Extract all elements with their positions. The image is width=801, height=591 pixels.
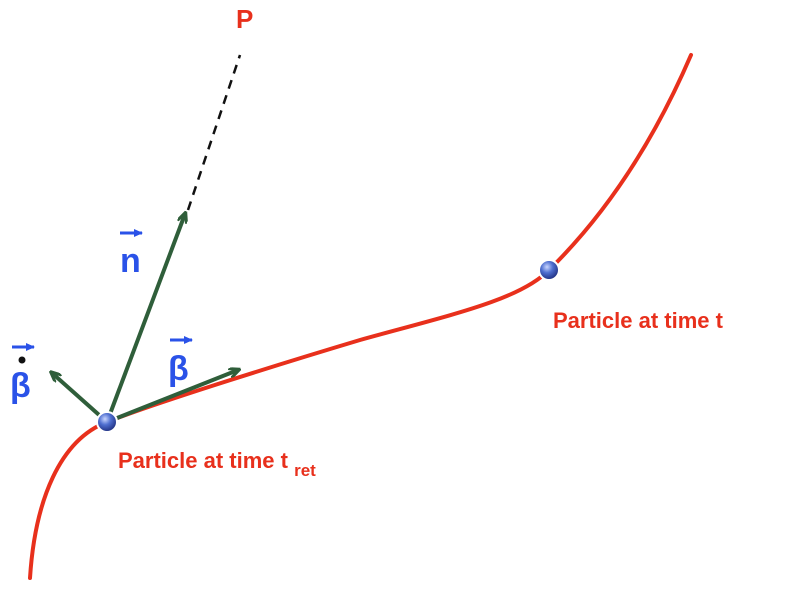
beta-vector-arrow bbox=[106, 370, 238, 424]
line-of-sight-dashed bbox=[186, 54, 242, 211]
particle-dot-icon bbox=[96, 411, 118, 433]
beta-dot-vector-arrow bbox=[52, 373, 109, 424]
n-vector-arrow bbox=[105, 214, 185, 423]
particle-retarded-time-label: Particle at time t ret bbox=[118, 448, 316, 480]
particle-dot-icon bbox=[538, 259, 560, 281]
beta-dot-accent-icon bbox=[18, 356, 26, 364]
beta-dot-vector-label: β bbox=[10, 367, 31, 405]
beta-vector-label: β bbox=[168, 350, 189, 388]
particle-present-time-label: Particle at time t bbox=[553, 308, 724, 333]
retarded-label-subscript: ret bbox=[294, 461, 316, 480]
n-vector-label: n bbox=[120, 242, 141, 280]
point-p-label: P bbox=[236, 4, 253, 34]
particle-trajectory-curve bbox=[28, 53, 693, 580]
retarded-label-main: Particle at time t bbox=[118, 448, 289, 473]
